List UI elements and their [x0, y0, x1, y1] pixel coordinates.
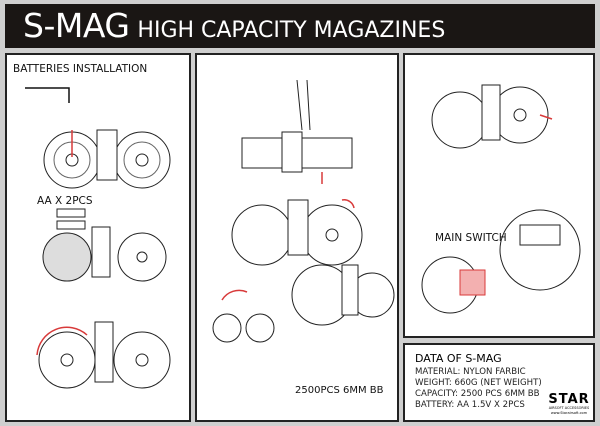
- switch-illustrations: [421, 84, 581, 314]
- header-bar: S-MAG HIGH CAPACITY MAGAZINES: [5, 4, 595, 48]
- batteries-panel: BATTERIES INSTALLATION AA X 2PCS: [5, 53, 191, 422]
- switch-panel: MAIN SWITCH: [403, 53, 595, 338]
- specs-panel: DATA OF S-MAG MATERIAL: NYLON FARBIC WEI…: [403, 343, 595, 422]
- spec-weight: WEIGHT: 660G (NET WEIGHT): [415, 378, 542, 388]
- magazine-illustration-top: [25, 87, 171, 189]
- brand-title: S-MAG: [23, 6, 130, 45]
- magazine-illustration-battery: [42, 208, 167, 282]
- spec-capacity: CAPACITY: 2500 PCS 6MM BB: [415, 389, 540, 399]
- battery-label: AA X 2PCS: [37, 195, 93, 207]
- logo-site: www.Starairsoft.com: [550, 411, 588, 415]
- spec-battery: BATTERY: AA 1.5V X 2PCS: [415, 400, 525, 410]
- capacity-label: 2500PCS 6MM BB: [295, 385, 384, 396]
- subtitle: HIGH CAPACITY MAGAZINES: [137, 18, 446, 43]
- spec-material: MATERIAL: NYLON FARBIC: [415, 367, 526, 377]
- star-logo: STAR AIRSOFT ACCESSORIES www.Starairsoft…: [543, 393, 595, 416]
- usage-illustrations: [212, 79, 395, 343]
- magazine-illustration-bottom: [36, 321, 171, 389]
- batteries-title: BATTERIES INSTALLATION: [13, 63, 148, 75]
- logo-tagline: AIRSOFT ACCESSORIES: [548, 406, 590, 410]
- logo-name: STAR: [548, 392, 590, 407]
- usage-panel: 2500PCS 6MM BB: [195, 53, 399, 422]
- main-switch-label: MAIN SWITCH: [435, 232, 507, 244]
- specs-title: DATA OF S-MAG: [415, 352, 502, 365]
